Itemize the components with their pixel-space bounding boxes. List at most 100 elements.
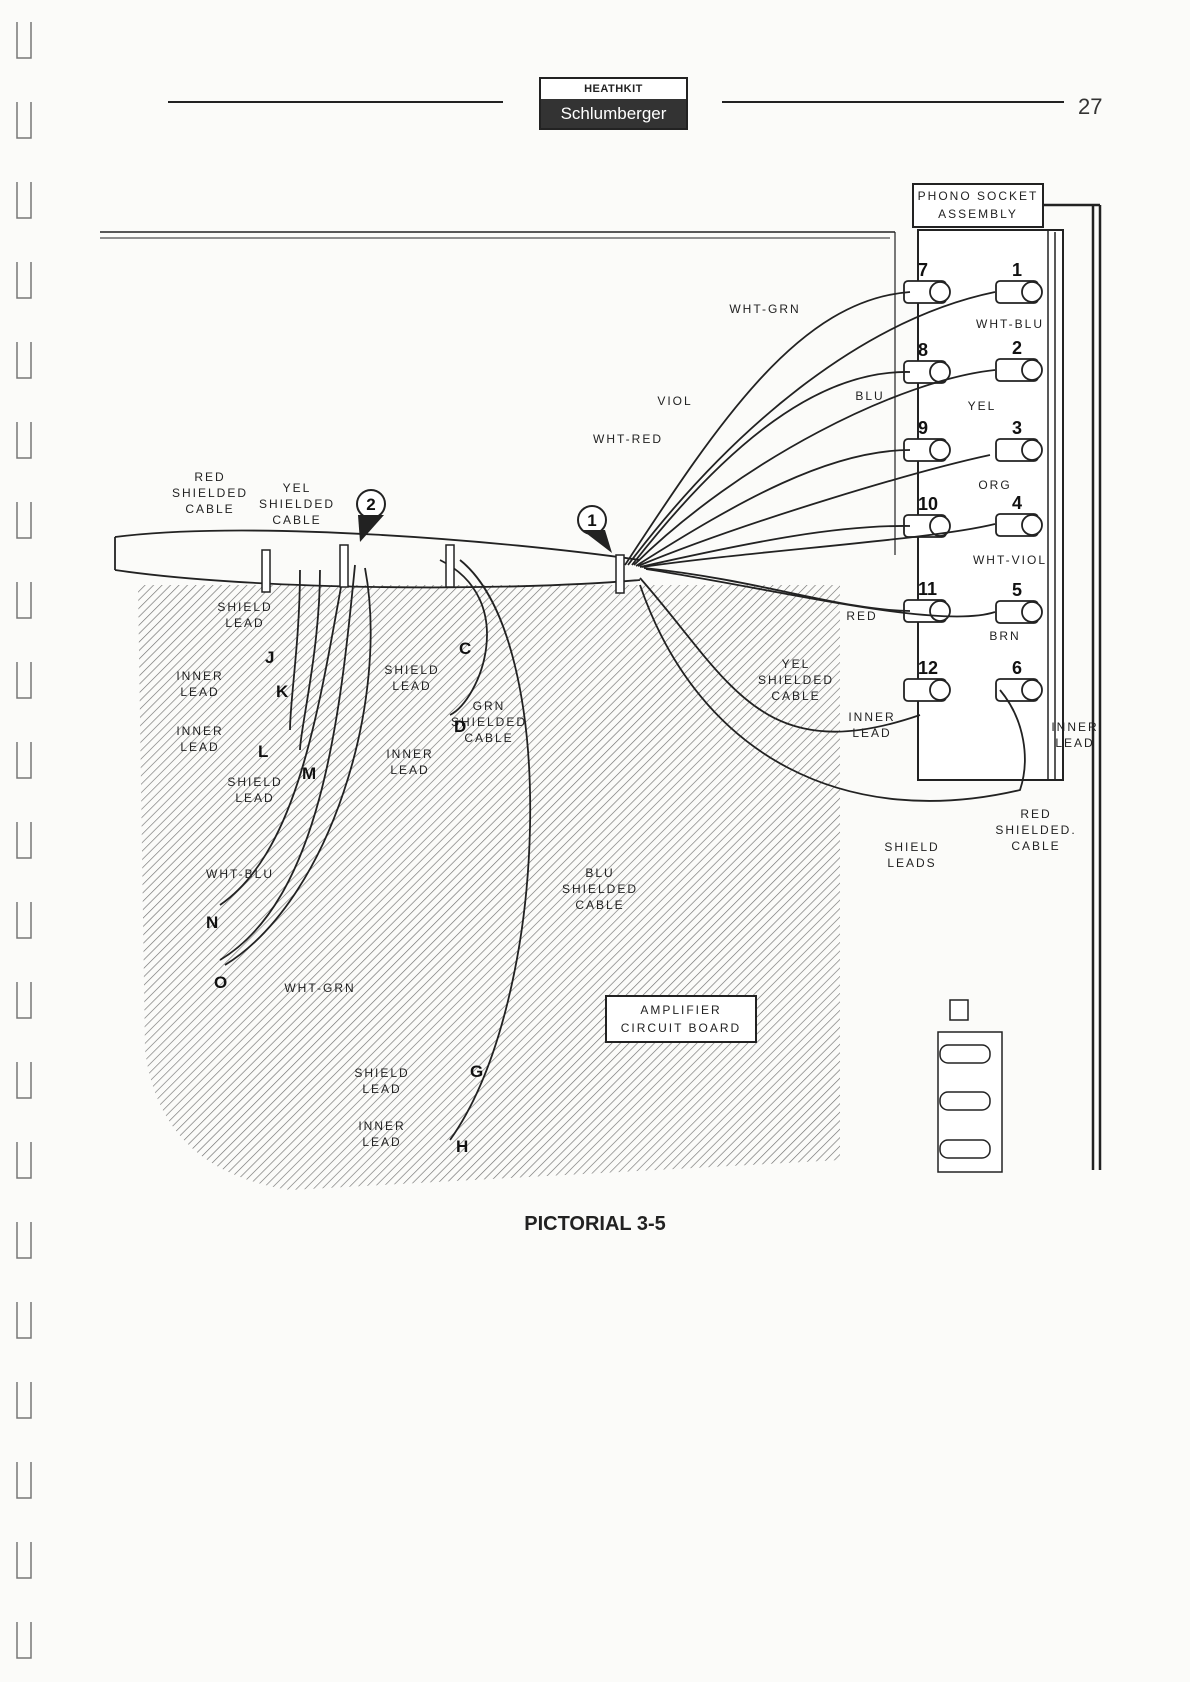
- socket-number: 10: [918, 494, 938, 514]
- wire-label-wht-blu-left: WHT-BLU: [206, 867, 274, 881]
- wire-label-brn: BRN: [989, 629, 1020, 643]
- amplifier-label-box: [605, 995, 757, 1043]
- phono-socket: 12: [903, 658, 951, 702]
- lead-label-shield: LEAD: [392, 679, 431, 693]
- phono-socket: 2: [995, 338, 1043, 382]
- heathkit-schlumberger-logo: HEATHKIT Schlumberger: [539, 77, 688, 130]
- socket-number: 1: [1012, 260, 1022, 280]
- wire-label-wht-viol: WHT-VIOL: [973, 553, 1047, 567]
- lead-label-shield-leads: LEADS: [887, 856, 936, 870]
- lug-letter: O: [214, 973, 227, 992]
- cable-label-blu-shielded: CABLE: [575, 898, 624, 912]
- lead-label-inner: INNER: [386, 747, 433, 761]
- wire-label-red: RED: [846, 609, 877, 623]
- socket-number: 8: [918, 340, 928, 360]
- cable-label-grn-shielded: GRN: [473, 699, 506, 713]
- lug-letter: J: [265, 648, 274, 667]
- phono-socket: 4: [995, 493, 1043, 537]
- svg-text:1: 1: [587, 511, 596, 530]
- cable-label-grn-shielded: CABLE: [464, 731, 513, 745]
- lug-letter: N: [206, 913, 218, 932]
- lead-label-shield: SHIELD: [227, 775, 282, 789]
- cable-label-blu-shielded: SHIELDED: [562, 882, 638, 896]
- callout-1: 1: [577, 505, 612, 553]
- binder-holes: [16, 22, 32, 1659]
- lead-label-shield: SHIELD: [217, 600, 272, 614]
- svg-text:2: 2: [366, 495, 375, 514]
- socket-number: 7: [918, 260, 928, 280]
- lead-label-inner: LEAD: [362, 1135, 401, 1149]
- terminal-strip: [937, 999, 1003, 1173]
- phono-socket: 6: [995, 658, 1043, 702]
- figure-caption: PICTORIAL 3-5: [524, 1213, 666, 1235]
- lead-label-shield-leads: SHIELD: [884, 840, 939, 854]
- wire-label-blu: BLU: [855, 389, 884, 403]
- socket-number: 4: [1012, 493, 1022, 513]
- phono-socket: 3: [995, 418, 1043, 462]
- wire-labels: WHT-GRN WHT-BLU BLU YEL VIOL WHT-RED ORG WHT-VI…: [172, 302, 1097, 1156]
- amplifier-label-1: AMPLIFIER: [640, 1003, 721, 1017]
- wire-label-org: ORG: [978, 478, 1011, 492]
- phono-socket-label-box: [912, 183, 1044, 228]
- cable-label-yel-shielded-right: CABLE: [771, 689, 820, 703]
- wire-label-wht-grn-left: WHT-GRN: [284, 981, 355, 995]
- lead-label-inner: LEAD: [852, 726, 891, 740]
- lead-label-inner: INNER: [176, 669, 223, 683]
- lug-letter: L: [258, 742, 268, 761]
- wire-label-wht-red: WHT-RED: [593, 432, 663, 446]
- cable-label-red-shielded: RED: [194, 470, 225, 484]
- cable-label-yel-shielded-right: SHIELDED: [758, 673, 834, 687]
- cable-label-yel-shielded: YEL: [283, 481, 312, 495]
- cable-ties: [261, 544, 625, 594]
- phono-socket: 1: [995, 260, 1043, 304]
- circuit-board-area: [138, 585, 840, 1190]
- wire-label-wht-grn: WHT-GRN: [729, 302, 800, 316]
- lead-label-inner: INNER: [848, 710, 895, 724]
- cable-label-blu-shielded: BLU: [585, 866, 614, 880]
- socket-number: 5: [1012, 580, 1022, 600]
- wire-label-viol: VIOL: [657, 394, 692, 408]
- lead-label-shield: LEAD: [225, 616, 264, 630]
- wire-harness: [114, 291, 1026, 1141]
- socket-number: 6: [1012, 658, 1022, 678]
- wire-label-wht-blu: WHT-BLU: [976, 317, 1044, 331]
- brand-bottom: Schlumberger: [541, 99, 686, 128]
- socket-number: 11: [918, 579, 937, 599]
- lead-label-shield: LEAD: [362, 1082, 401, 1096]
- cable-label-yel-shielded: CABLE: [272, 513, 321, 527]
- lug-letter: K: [276, 682, 289, 701]
- callout-2: 2: [356, 489, 386, 542]
- phono-socket-label-1: PHONO SOCKET: [918, 189, 1039, 203]
- brand-top: HEATHKIT: [584, 83, 643, 95]
- phono-socket: 5: [995, 580, 1043, 624]
- cable-label-red-shielded-right: RED: [1020, 807, 1051, 821]
- cable-label-red-shielded-right: SHIELDED.: [995, 823, 1076, 837]
- header-rule-right: [722, 101, 1064, 103]
- lug-letter: C: [459, 639, 471, 658]
- lug-letter: D: [454, 717, 466, 736]
- lead-label-shield: SHIELD: [354, 1066, 409, 1080]
- cable-label-red-shielded-right: CABLE: [1011, 839, 1060, 853]
- lug-letter: H: [456, 1137, 468, 1156]
- lug-letter: M: [302, 764, 316, 783]
- header-rule-left: [168, 101, 503, 103]
- wire-label-yel: YEL: [968, 399, 997, 413]
- socket-number: 3: [1012, 418, 1022, 438]
- lead-label-inner: LEAD: [390, 763, 429, 777]
- socket-number: 9: [918, 418, 928, 438]
- lead-label-inner: LEAD: [180, 740, 219, 754]
- cable-label-red-shielded: SHIELDED: [172, 486, 248, 500]
- lead-label-inner: INNER: [176, 724, 223, 738]
- lead-label-inner: LEAD: [180, 685, 219, 699]
- phono-socket-label-2: ASSEMBLY: [938, 207, 1018, 221]
- amplifier-label-2: CIRCUIT BOARD: [621, 1021, 741, 1035]
- cable-label-yel-shielded: SHIELDED: [259, 497, 335, 511]
- page-number: 27: [1078, 94, 1103, 119]
- lead-label-shield: LEAD: [235, 791, 274, 805]
- cable-label-yel-shielded-right: YEL: [782, 657, 811, 671]
- lead-label-inner: INNER: [358, 1119, 405, 1133]
- cable-label-red-shielded: CABLE: [185, 502, 234, 516]
- lead-label-inner: LEAD: [1055, 736, 1094, 750]
